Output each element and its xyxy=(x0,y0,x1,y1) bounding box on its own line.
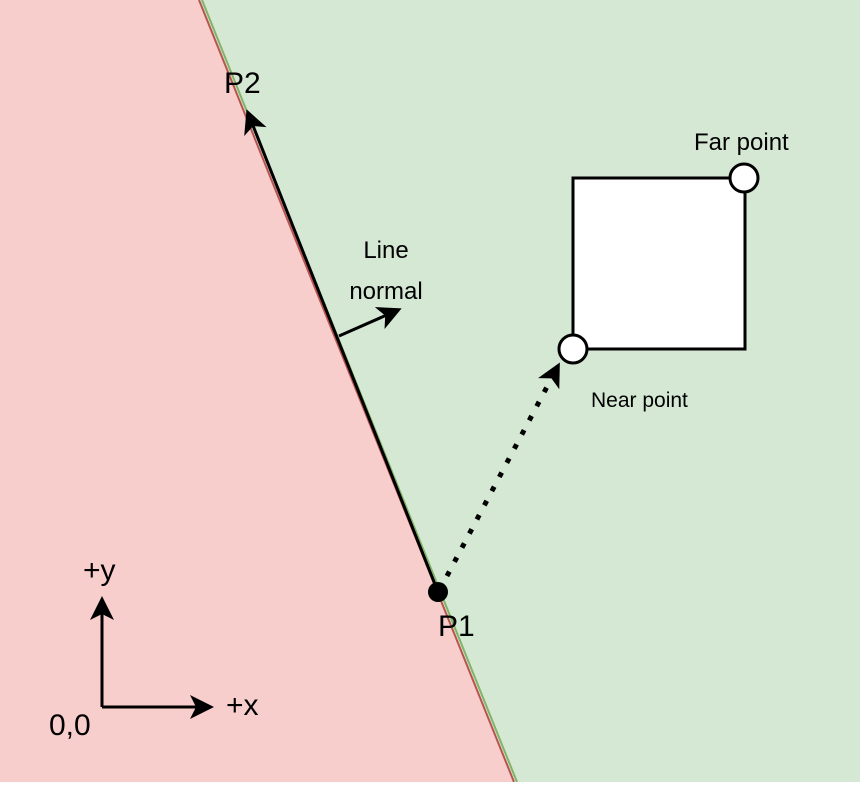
p1-label: P1 xyxy=(438,610,475,643)
p1-marker xyxy=(428,582,448,602)
y-axis-label: +y xyxy=(83,554,116,587)
far-point-label: Far point xyxy=(694,129,789,156)
near-point-marker xyxy=(557,333,589,365)
line-normal-label-line2: normal xyxy=(349,278,422,305)
box xyxy=(571,176,747,351)
near-point-label: Near point xyxy=(591,389,688,412)
line-normal-arrow xyxy=(338,307,402,338)
line-normal-label-line1: Line xyxy=(363,237,408,264)
far-point-marker xyxy=(728,162,760,194)
p2-label: P2 xyxy=(224,67,261,100)
x-axis-label: +x xyxy=(226,689,259,722)
origin-label: 0,0 xyxy=(49,709,91,742)
line-p1-to-p2 xyxy=(244,109,440,593)
left-half-plane xyxy=(0,0,515,782)
